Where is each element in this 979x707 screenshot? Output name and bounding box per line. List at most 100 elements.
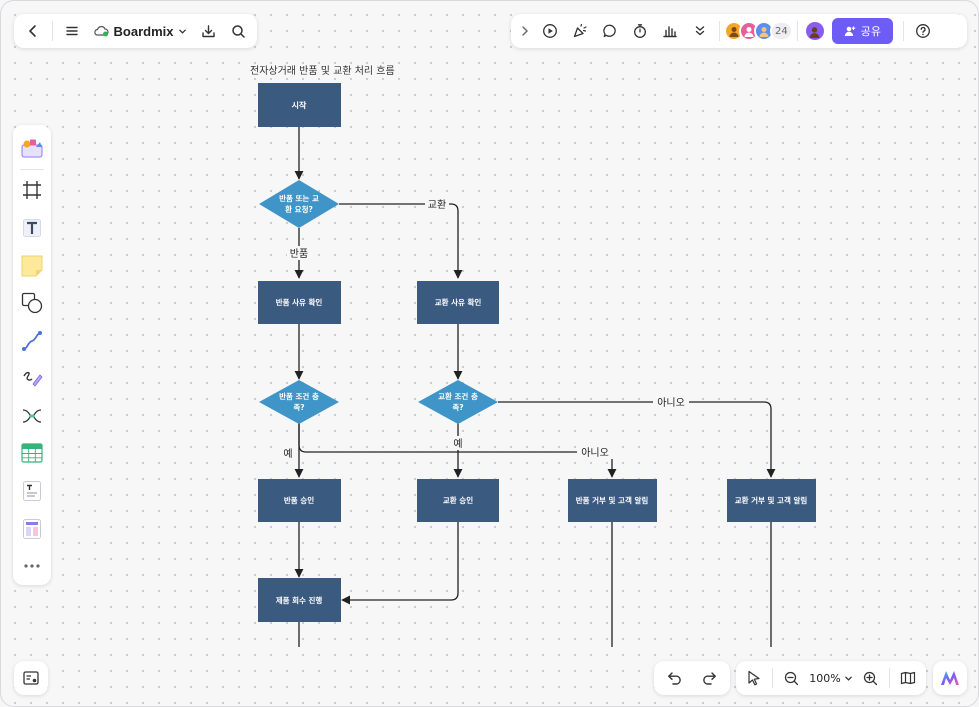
help-circle-icon <box>916 24 930 38</box>
left-tool-bar <box>13 125 51 585</box>
presentation-button[interactable] <box>535 16 565 46</box>
celebrate-button[interactable] <box>565 16 595 46</box>
undo-button[interactable] <box>660 663 690 693</box>
node-return-reject-label: 반품 거부 및 고객 알림 <box>576 495 649 505</box>
collaborator-avatars[interactable]: 24 <box>724 21 793 41</box>
current-user-avatar[interactable] <box>803 20 826 42</box>
edge-label-yes-exchange: 예 <box>453 438 462 450</box>
select-tool-button[interactable] <box>740 663 768 693</box>
user-face-icon <box>759 27 769 37</box>
comment-button[interactable] <box>595 16 625 46</box>
redo-button[interactable] <box>694 663 724 693</box>
toolbar-separator <box>51 21 53 41</box>
user-face-icon <box>729 27 739 37</box>
flowchart-edges <box>294 127 776 647</box>
frame-tool[interactable] <box>16 175 48 207</box>
edge-label-return: 반품 <box>290 248 308 260</box>
text-icon <box>23 218 41 237</box>
brand-name: Boardmix <box>113 23 174 39</box>
bar-chart-icon <box>663 26 677 38</box>
timer-button[interactable] <box>625 16 655 46</box>
edge-decision-exchange <box>339 203 463 279</box>
board-name-dropdown[interactable]: Boardmix <box>87 16 194 46</box>
table-icon <box>21 443 43 463</box>
shape-tool[interactable] <box>16 287 48 319</box>
node-decision-return-cond <box>259 380 339 424</box>
help-button[interactable] <box>908 16 938 46</box>
export-button[interactable] <box>193 16 223 46</box>
template-tool[interactable] <box>16 132 48 164</box>
template-icon <box>21 139 43 158</box>
user-face-icon <box>744 27 754 37</box>
user-face-icon <box>809 26 820 38</box>
node-product-collect <box>258 578 341 622</box>
map-view-button[interactable] <box>894 663 922 693</box>
page-template-tool[interactable] <box>16 513 48 545</box>
pen-tool[interactable] <box>16 362 48 394</box>
toolbar-separator <box>902 21 904 41</box>
connector-line-icon <box>22 330 42 351</box>
minimap-toggle-button[interactable] <box>14 661 48 695</box>
main-menu-button[interactable] <box>57 16 87 46</box>
collapse-toolbar-button[interactable] <box>515 16 535 46</box>
avatar-count-badge: 24 <box>770 21 793 41</box>
shapes-icon <box>21 292 43 314</box>
zoom-in-button[interactable] <box>857 663 885 693</box>
node-return-approve <box>258 479 341 522</box>
node-decision-exchange-cond <box>418 380 498 424</box>
stopwatch-icon <box>634 24 646 38</box>
node-return-reason <box>258 281 341 324</box>
connector-tool[interactable] <box>16 325 48 357</box>
node-return-reason-label: 반품 사유 확인 <box>276 297 323 307</box>
cloud-synced-icon <box>93 26 109 37</box>
zoom-out-button[interactable] <box>777 663 805 693</box>
back-button[interactable] <box>18 16 48 46</box>
mind-map-tool[interactable] <box>16 400 48 432</box>
node-start-label: 시작 <box>292 100 307 110</box>
zoom-out-icon <box>784 671 798 685</box>
ai-assistant-button[interactable] <box>933 661 967 695</box>
zoom-level: 100% <box>809 671 841 685</box>
top-right-toolbar: 24 공유 <box>511 14 967 48</box>
toolbar-separator <box>772 668 774 688</box>
hamburger-menu-icon <box>65 26 78 36</box>
document-icon <box>23 480 41 501</box>
node-exchange-reject <box>727 479 816 522</box>
comment-bubble-icon <box>603 24 616 38</box>
search-button[interactable] <box>223 16 253 46</box>
chevron-down-icon <box>179 29 187 34</box>
toolbar-separator <box>796 21 798 41</box>
text-tool[interactable] <box>16 212 48 244</box>
vote-button[interactable] <box>655 16 685 46</box>
diagram-title: 전자상거래 반품 및 교환 처리 흐름 <box>250 65 395 77</box>
zoom-level-dropdown[interactable]: 100% <box>805 672 856 685</box>
sticky-note-icon <box>21 255 43 276</box>
toolbar-separator <box>719 21 720 41</box>
chevron-right-icon <box>522 26 528 36</box>
top-left-toolbar: Boardmix <box>14 14 257 48</box>
tool-divider <box>20 168 44 170</box>
sticky-note-tool[interactable] <box>16 250 48 282</box>
node-decision-request-line1: 반품 또는 교 <box>279 193 319 203</box>
more-tools-left-button[interactable] <box>16 550 48 582</box>
node-decision-exchange-cond-line2: 족? <box>452 403 463 412</box>
more-tools-button[interactable] <box>685 16 715 46</box>
node-start <box>258 83 341 127</box>
node-decision-exchange-cond-line1: 교환 조건 충 <box>438 391 478 401</box>
minimap-icon <box>23 671 39 685</box>
chevron-left-icon <box>29 25 36 37</box>
undo-icon <box>668 672 681 685</box>
play-circle-icon <box>543 24 557 38</box>
node-exchange-reject-label: 교환 거부 및 고객 알림 <box>735 495 808 505</box>
node-return-reject <box>568 479 657 522</box>
map-icon <box>900 671 916 685</box>
zoom-controls: 100% <box>736 661 926 695</box>
user-plus-icon <box>844 26 855 36</box>
share-button[interactable]: 공유 <box>831 18 893 44</box>
flowchart-nodes[interactable]: 시작 반품 또는 교 환 요청? 반품 사유 확인 교환 사유 확인 반품 조건… <box>258 83 816 622</box>
table-tool[interactable] <box>16 438 48 470</box>
more-dots-icon <box>24 564 40 568</box>
document-tool[interactable] <box>16 475 48 507</box>
